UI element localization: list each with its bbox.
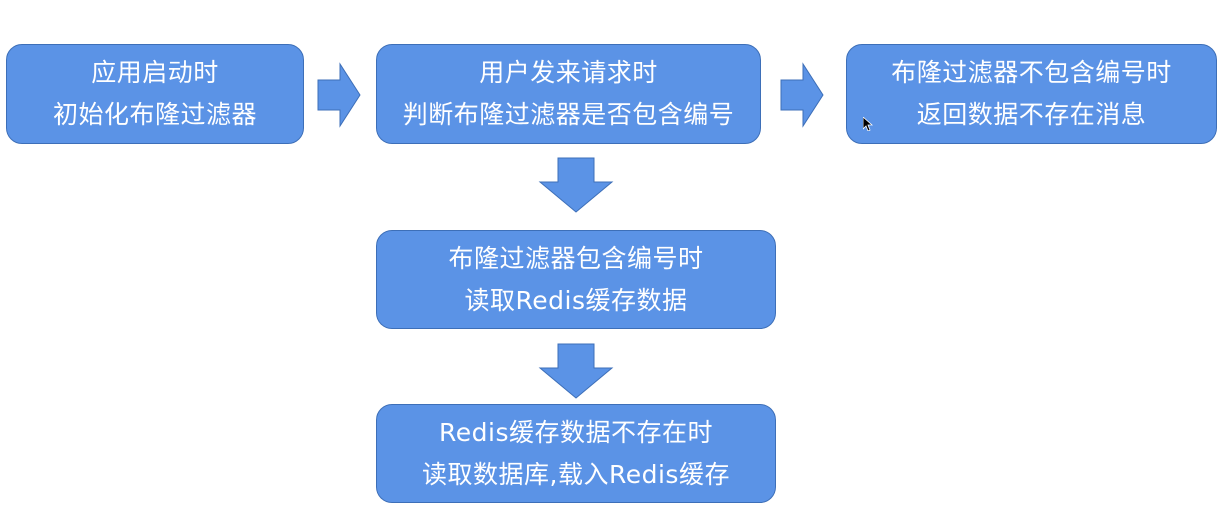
flow-node-user-request: 用户发来请求时 判断布隆过滤器是否包含编号 bbox=[376, 44, 761, 144]
flow-node-not-contains: 布隆过滤器不包含编号时 返回数据不存在消息 bbox=[846, 44, 1217, 144]
flow-node-contains: 布隆过滤器包含编号时 读取Redis缓存数据 bbox=[376, 230, 776, 329]
node-line: 返回数据不存在消息 bbox=[916, 100, 1147, 129]
node-line: 布隆过滤器包含编号时 bbox=[448, 243, 704, 273]
arrow-right-icon bbox=[317, 62, 361, 128]
node-line: 读取数据库,载入Redis缓存 bbox=[422, 459, 730, 489]
mouse-cursor-icon bbox=[863, 117, 873, 131]
flow-node-app-start: 应用启动时 初始化布隆过滤器 bbox=[6, 44, 304, 144]
arrow-down-icon bbox=[538, 343, 614, 399]
arrow-down-icon bbox=[538, 157, 614, 213]
node-line: 初始化布隆过滤器 bbox=[52, 100, 257, 129]
node-line: 读取Redis缓存数据 bbox=[464, 285, 688, 315]
node-line: 布隆过滤器不包含编号时 bbox=[891, 58, 1172, 87]
node-line: Redis缓存数据不存在时 bbox=[439, 417, 713, 447]
flow-node-redis-missing: Redis缓存数据不存在时 读取数据库,载入Redis缓存 bbox=[376, 404, 776, 503]
node-line: 判断布隆过滤器是否包含编号 bbox=[402, 100, 735, 129]
node-line: 用户发来请求时 bbox=[479, 58, 658, 87]
arrow-right-icon bbox=[780, 62, 824, 128]
node-line: 应用启动时 bbox=[91, 58, 219, 87]
